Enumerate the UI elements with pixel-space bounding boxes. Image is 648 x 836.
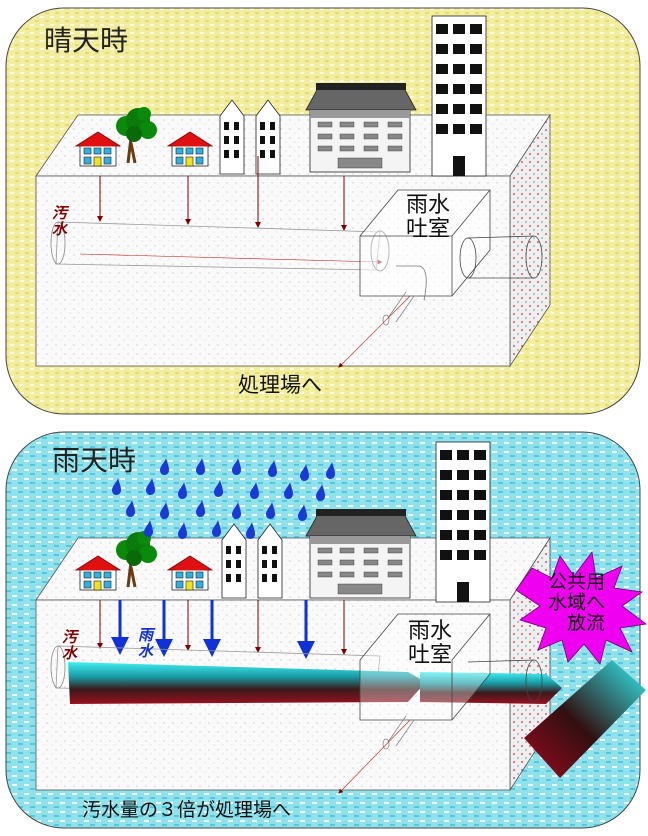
tower-icon [435,441,491,603]
rainy-chamber-label: 雨水吐室 [408,619,452,668]
townhouse-icon [221,523,247,599]
sewage-arrows [97,600,347,655]
overflow-chamber [359,613,543,721]
sunny-destination: 処理場へ [238,373,322,397]
combined-sewer-pipe [50,645,562,704]
office-building-icon [305,82,417,173]
rainy-sewage-label: 汚水 [62,628,80,662]
starburst-label: 公共用水域へ 放流 [548,571,605,634]
rainy-panel: 雨天時 汚水 雨水 雨水吐室 公共用水域へ 放流 汚水量の３倍が処理場へ [5,431,648,829]
sunny-panel: 晴天時 汚水 雨水吐室 処理場へ [5,7,641,415]
sewage-arrows [97,156,347,231]
rainy-rain-label: 雨水 [138,626,156,660]
townhouse-icon [255,99,281,175]
tower-icon [431,15,487,177]
rainy-destination: 汚水量の３倍が処理場へ [82,799,291,821]
treatment-pipe [338,291,415,368]
rainy-title: 雨天時 [52,444,136,477]
outflow-pipe [524,660,646,778]
overflow-chamber [359,189,543,301]
office-building-icon [305,508,417,599]
starburst-icon [515,550,648,665]
townhouse-icon [257,523,283,599]
sunny-chamber-label: 雨水吐室 [406,193,450,242]
rainwater-arrows [111,600,315,659]
ground-block [35,113,551,368]
townhouse-icon [219,99,245,175]
sunny-title: 晴天時 [44,24,128,57]
treatment-pipe [338,715,415,794]
sunny-sewage-label: 汚水 [52,204,70,238]
